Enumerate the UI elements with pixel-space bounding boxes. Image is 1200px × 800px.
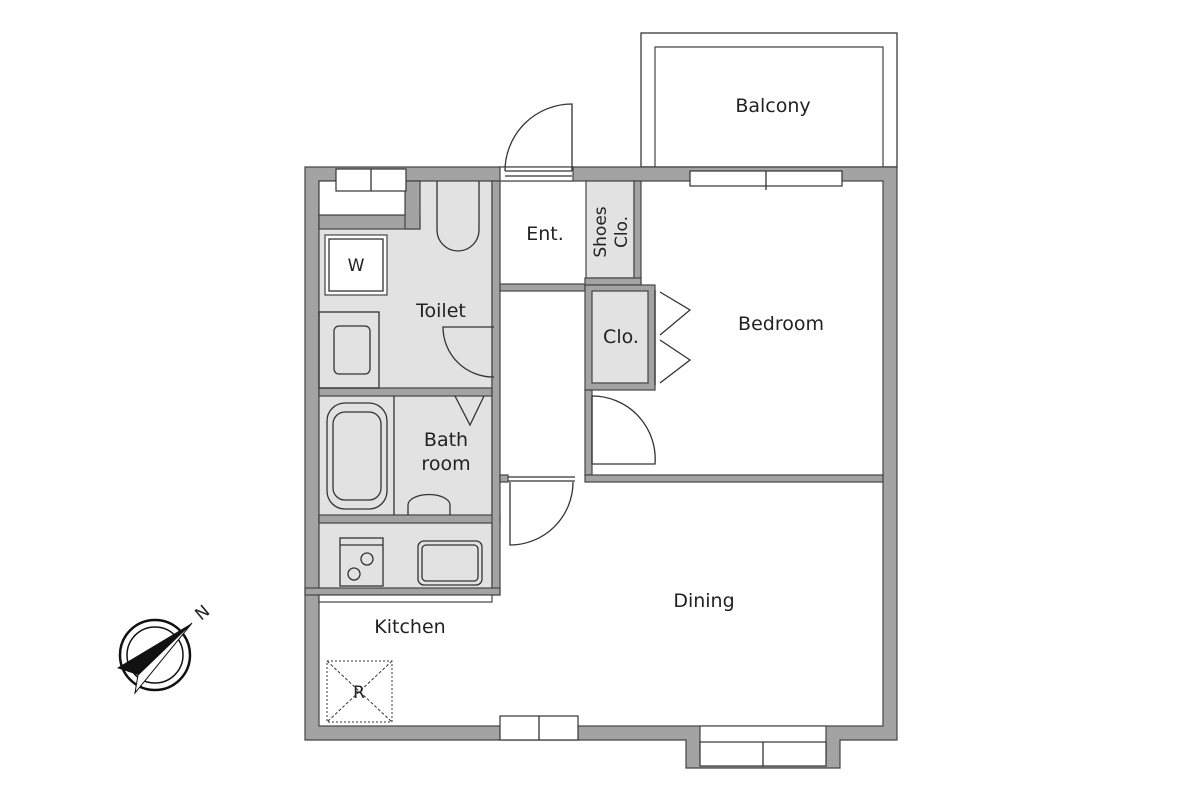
compass-north-label: N bbox=[191, 601, 214, 624]
entrance-label: Ent. bbox=[526, 223, 564, 245]
shoes-closet-label-2: Clo. bbox=[612, 216, 632, 248]
bedroom: Bedroom bbox=[584, 170, 884, 483]
kitchen-sink-icon bbox=[417, 540, 483, 586]
closet-doors bbox=[659, 291, 692, 384]
refrigerator-label: R bbox=[353, 683, 365, 703]
balcony: Balcony bbox=[640, 32, 898, 168]
dining-door bbox=[509, 481, 574, 546]
washer-label: W bbox=[348, 256, 365, 276]
closet-label: Clo. bbox=[603, 326, 639, 348]
toilet-label: Toilet bbox=[415, 300, 466, 322]
closet: Clo. bbox=[584, 284, 692, 476]
bath-label-2: room bbox=[421, 453, 470, 475]
shoes-closet-label-1: Shoes bbox=[591, 206, 611, 257]
refrigerator-space: R bbox=[326, 660, 393, 723]
bath-door bbox=[454, 395, 485, 427]
bathtub-icon bbox=[326, 402, 388, 510]
toilet-room: W Toilet bbox=[318, 181, 495, 389]
washer-box bbox=[324, 234, 388, 296]
dining-label: Dining bbox=[673, 590, 734, 612]
bathroom: Bath room bbox=[326, 395, 485, 515]
toilet-door bbox=[442, 326, 495, 378]
sink-icon bbox=[333, 325, 371, 375]
dining-door-area bbox=[499, 474, 575, 546]
entrance-door bbox=[504, 103, 573, 172]
bedroom-label: Bedroom bbox=[738, 313, 824, 335]
compass-icon: N bbox=[117, 601, 214, 695]
kitchen-counter bbox=[339, 537, 483, 587]
bath-label-1: Bath bbox=[424, 429, 468, 451]
stove-icon bbox=[339, 537, 384, 587]
toilet-bowl-icon bbox=[436, 181, 480, 252]
entrance: Ent. Shoes Clo. bbox=[499, 103, 642, 292]
bedroom-door bbox=[591, 395, 656, 465]
kitchen-label: Kitchen bbox=[374, 616, 445, 638]
balcony-label: Balcony bbox=[735, 95, 810, 117]
